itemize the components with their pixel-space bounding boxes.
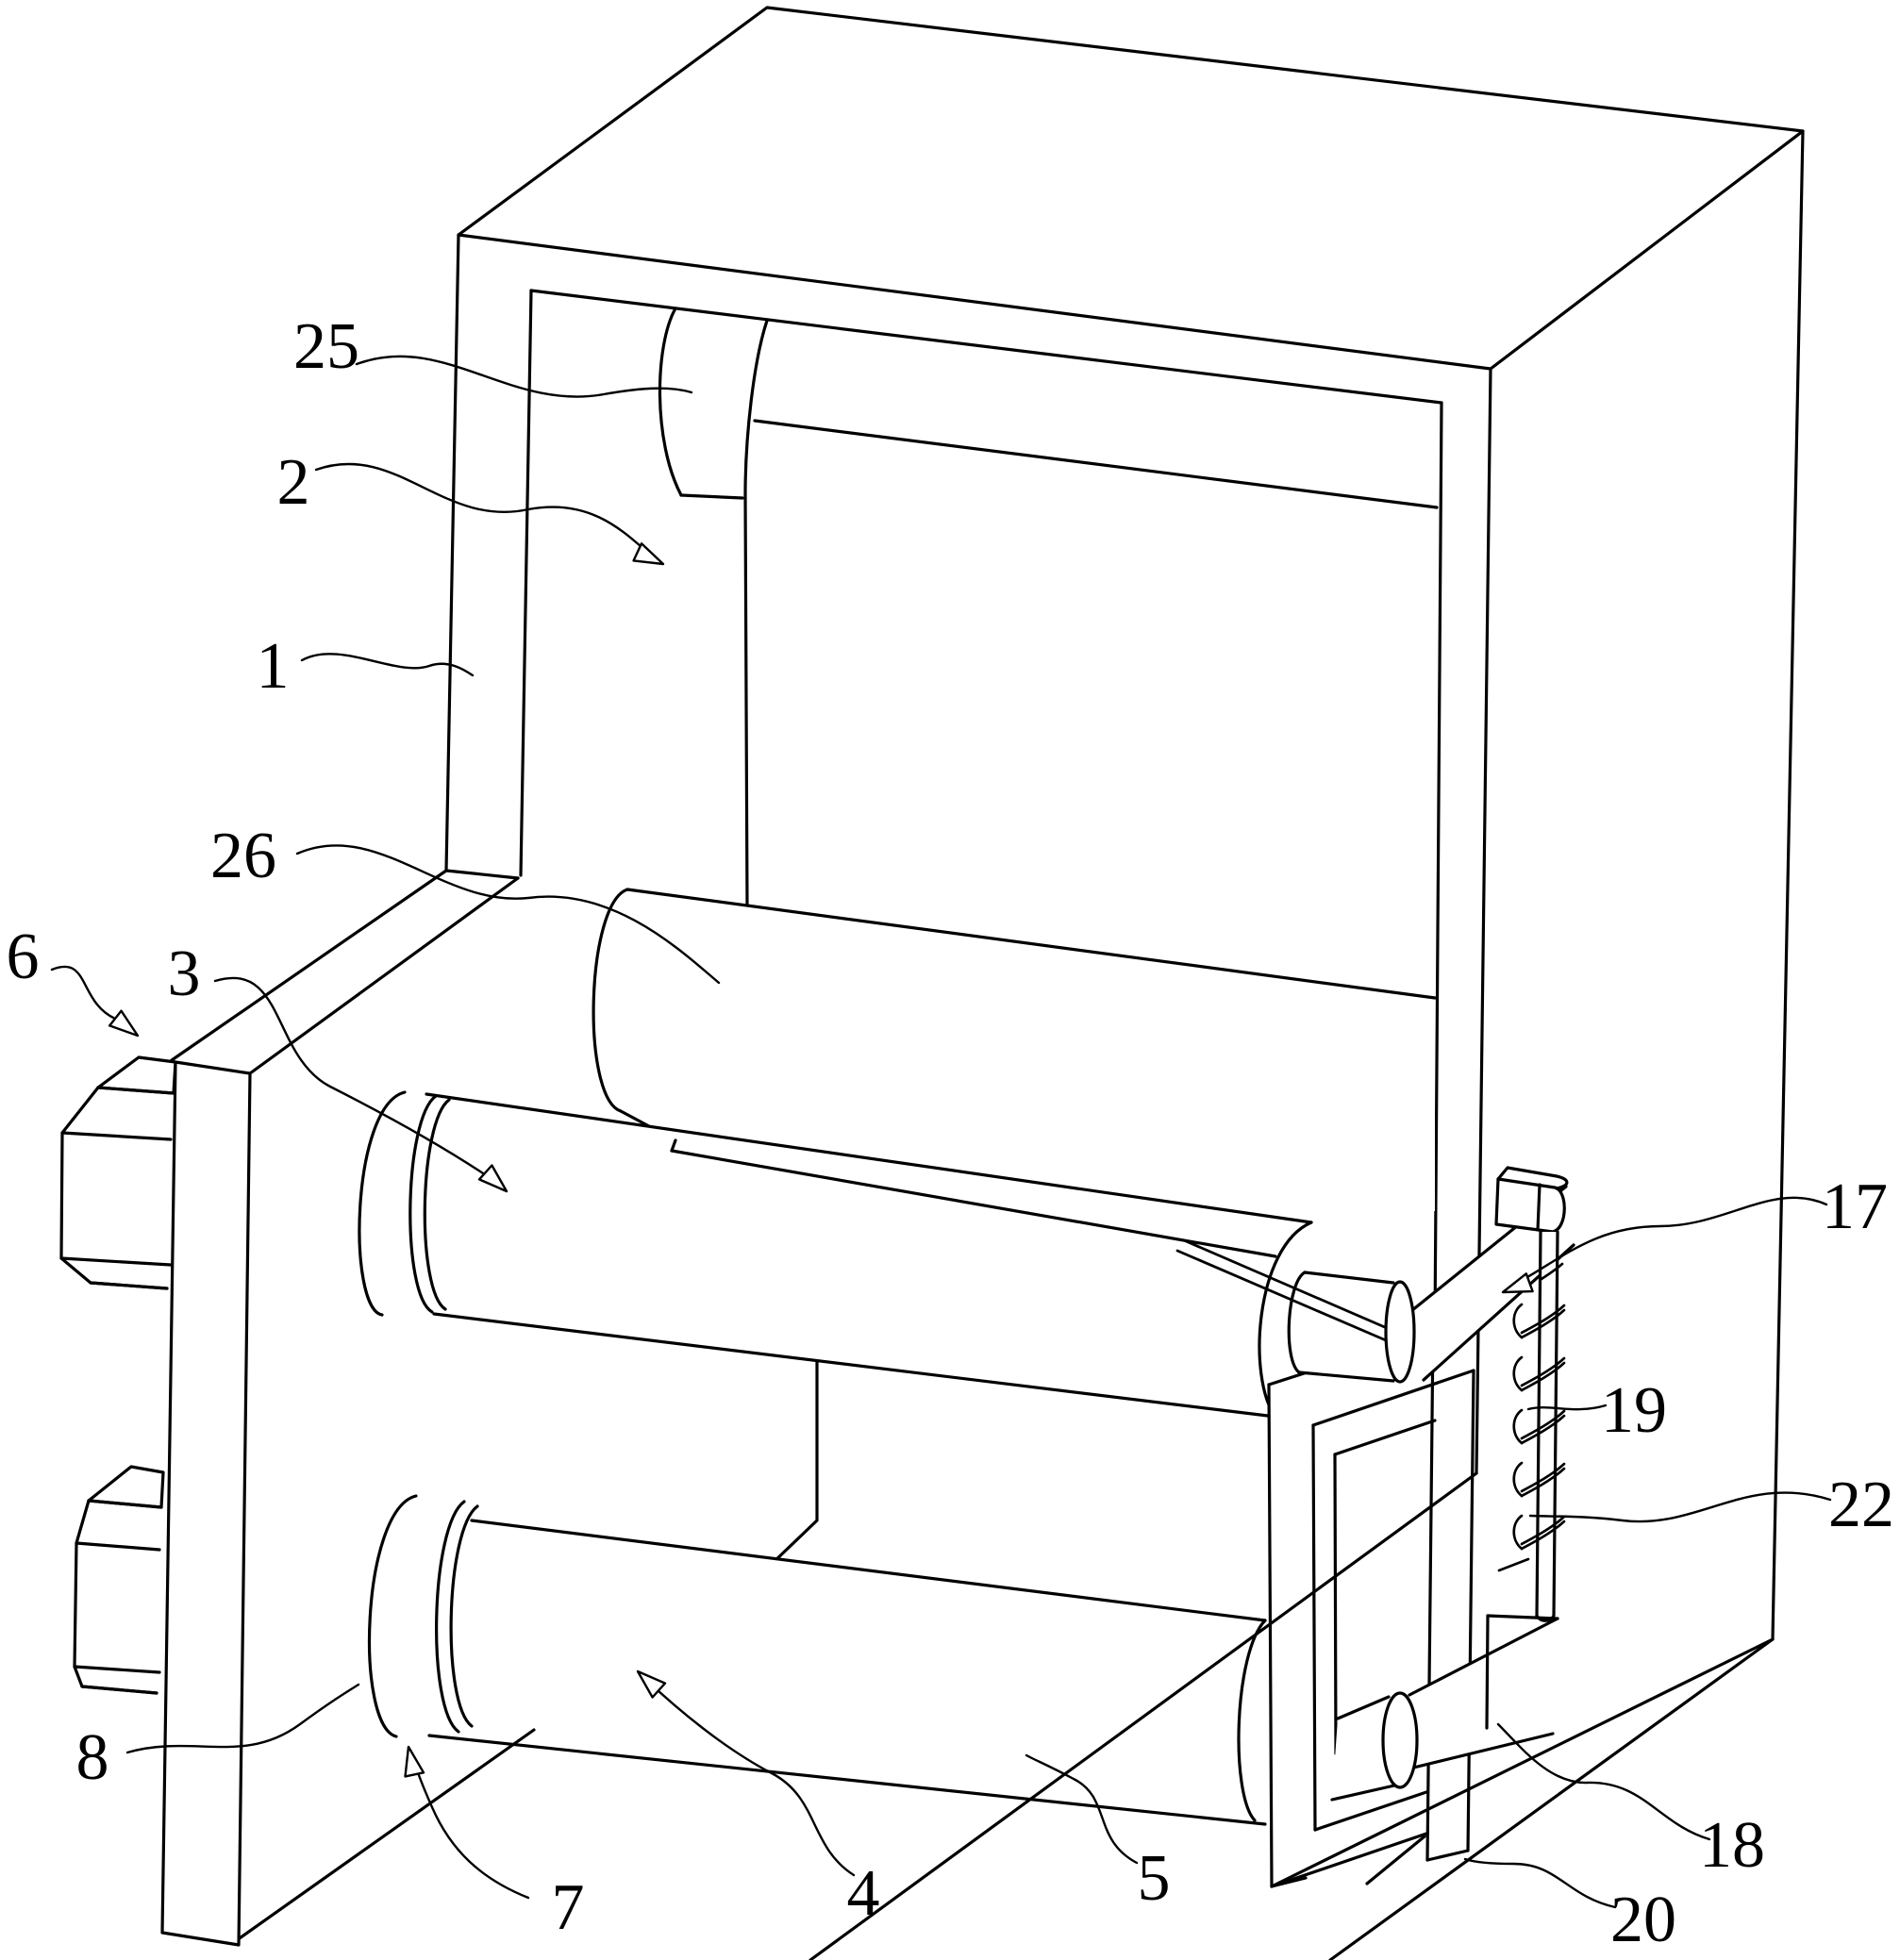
svg-text:1: 1 <box>257 630 290 703</box>
svg-text:8: 8 <box>76 1721 109 1794</box>
svg-text:17: 17 <box>1822 1171 1888 1243</box>
svg-text:6: 6 <box>7 921 40 993</box>
svg-text:7: 7 <box>552 1871 585 1944</box>
svg-text:22: 22 <box>1828 1469 1894 1541</box>
svg-text:5: 5 <box>1138 1842 1171 1915</box>
svg-text:26: 26 <box>210 820 276 892</box>
svg-text:20: 20 <box>1610 1884 1676 1956</box>
svg-text:4: 4 <box>847 1857 880 1930</box>
svg-text:25: 25 <box>293 310 359 383</box>
svg-text:19: 19 <box>1601 1374 1667 1447</box>
svg-text:18: 18 <box>1699 1809 1765 1882</box>
svg-text:2: 2 <box>277 446 310 519</box>
svg-text:3: 3 <box>168 938 201 1010</box>
